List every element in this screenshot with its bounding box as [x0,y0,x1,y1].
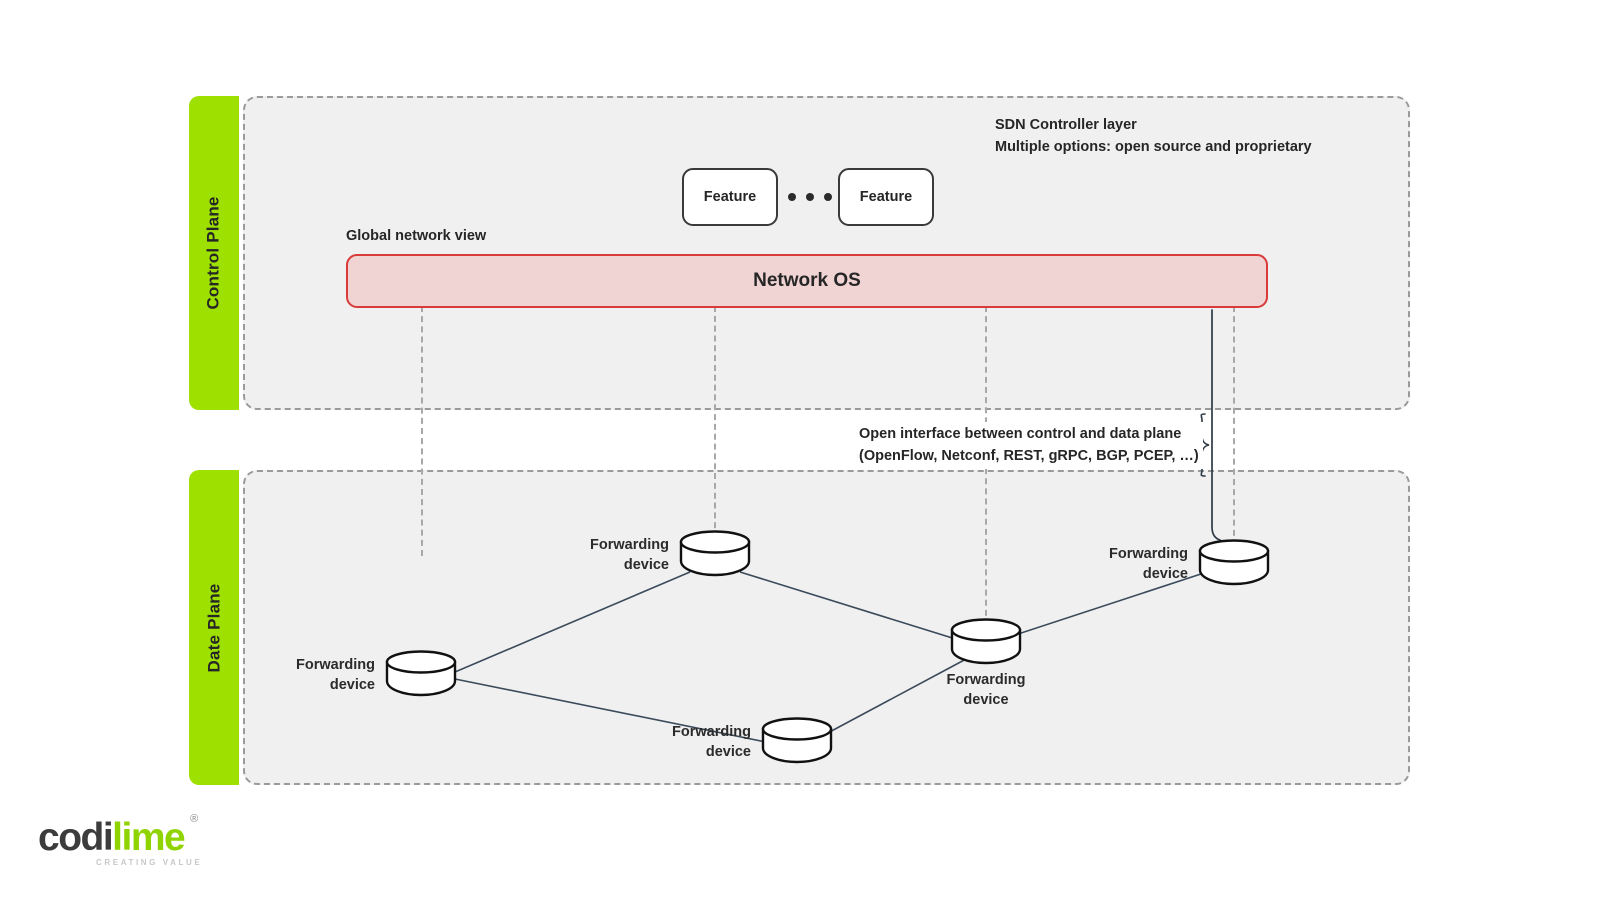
open-interface-annotation: Open interface between control and data … [855,422,1203,469]
forwarding-device-bottom[interactable] [761,717,833,764]
network-os-label: Network OS [753,270,861,291]
logo-text-codi: codi [38,816,114,859]
logo-text-lime: lime [112,816,186,859]
device-label-line2: device [1142,565,1188,582]
sdn-controller-annotation-line1: SDN Controller layer [995,117,1137,133]
global-network-view-label: Global network view [346,228,487,244]
forwarding-device-right-label: Forwarding device [1068,545,1188,584]
feature-ellipsis-icon [788,188,832,206]
device-label-line2: device [623,556,669,573]
feature-box-2[interactable]: Feature [838,168,934,226]
control-plane-tab-label: Control Plane [204,196,224,310]
forwarding-device-bottom-label: Forwarding device [631,723,751,762]
feature-box-2-label: Feature [859,189,913,205]
device-label-line1: Forwarding [672,724,751,740]
guide-line-4 [1233,306,1235,546]
open-interface-annotation-line1: Open interface between control and data … [859,426,1182,442]
guide-line-1 [421,306,423,556]
codilime-logo: codilime ® CREATING VALUE [38,814,200,868]
forwarding-device-middle-label: Forwarding device [926,671,1046,710]
device-label-line2: device [329,676,375,693]
device-label-line1: Forwarding [590,537,669,553]
guide-line-2 [714,306,716,538]
logo-tagline: CREATING VALUE [96,858,203,867]
data-plane-tab-label: Date Plane [204,583,223,672]
network-os-bar[interactable]: Network OS [346,254,1268,308]
sdn-controller-annotation: SDN Controller layer Multiple options: o… [995,114,1312,159]
device-label-line1: Forwarding [1109,546,1188,562]
feature-box-1[interactable]: Feature [682,168,778,226]
device-label-line2: device [963,691,1009,708]
data-plane-tab: Date Plane [189,470,239,785]
forwarding-device-left-label: Forwarding device [255,656,375,695]
ellipsis-dot-2 [806,193,814,201]
device-label-line1: Forwarding [296,657,375,673]
forwarding-device-top-label: Forwarding device [549,536,669,575]
ellipsis-dot-1 [788,193,796,201]
open-interface-annotation-line2: (OpenFlow, Netconf, REST, gRPC, BGP, PCE… [859,448,1199,465]
forwarding-device-left[interactable] [385,650,457,697]
sdn-controller-annotation-line2: Multiple options: open source and propri… [995,139,1312,156]
codilime-wordmark: codilime ® [38,814,198,859]
ellipsis-dot-3 [824,193,832,201]
forwarding-device-right[interactable] [1198,539,1270,586]
feature-box-1-label: Feature [703,189,757,205]
control-plane-tab: Control Plane [189,96,239,410]
registered-trademark-icon: ® [190,813,199,825]
device-label-line2: device [705,743,751,760]
device-label-line1: Forwarding [946,672,1026,688]
forwarding-device-top[interactable] [679,530,751,577]
forwarding-device-middle[interactable] [950,618,1022,665]
